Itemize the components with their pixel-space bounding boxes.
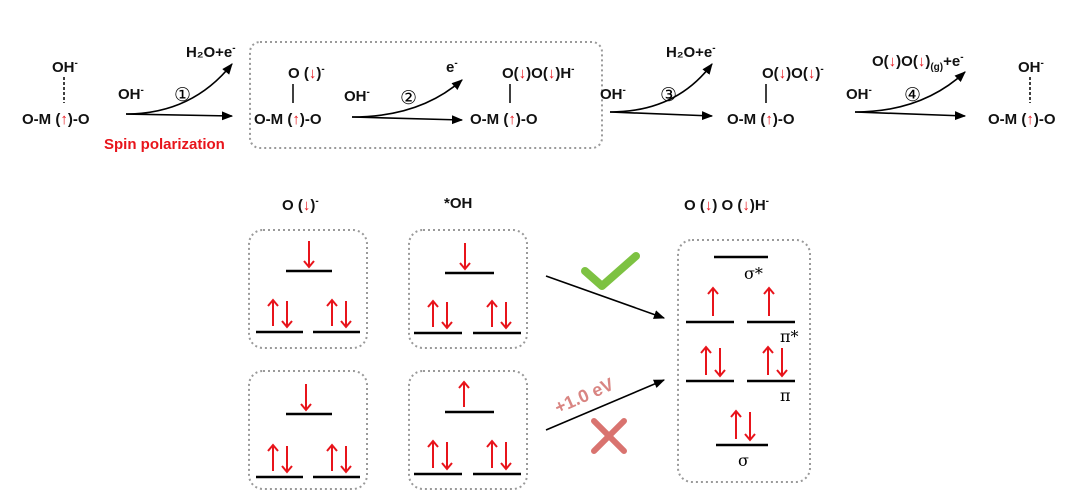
allowed-pathway-arrow xyxy=(545,275,666,319)
sigma-star-label: σ* xyxy=(744,264,763,283)
species-4: O(↓)O(↓)- O-M (↑)-O xyxy=(727,64,824,128)
step-4-arrow xyxy=(854,111,967,121)
intermediates-box xyxy=(249,41,603,149)
o-radical-top-orbitals xyxy=(256,241,360,334)
species-3-base: O-M (↑)-O xyxy=(470,111,538,128)
spin-polarization-label: Spin polarization xyxy=(104,136,225,153)
sigma-label: σ xyxy=(738,451,749,470)
step-3-curved-arrow xyxy=(609,63,713,113)
oh-top-orbitals xyxy=(414,243,521,335)
o-radical-box-bottom xyxy=(248,370,368,490)
step-4-product: O(↓)O(↓)(g)+e- xyxy=(872,52,964,73)
species-4-top: O(↓)O(↓)- xyxy=(762,64,824,82)
o-radical-bottom-orbitals xyxy=(256,384,360,479)
species-2-top: O (↓)- xyxy=(288,64,325,82)
step-4-number: ④ xyxy=(904,84,921,106)
step-1: OH- ① H₂O+e- Spin polarization xyxy=(104,43,236,153)
species-3-top: O(↓)O(↓)H- xyxy=(502,64,575,82)
species-2-base: O-M (↑)-O xyxy=(254,111,322,128)
step-3-reactant: OH- xyxy=(600,85,626,103)
species-4-base: O-M (↑)-O xyxy=(727,111,795,128)
species-3: O(↓)O(↓)H- O-M (↑)-O xyxy=(470,64,575,128)
step-1-curved-arrow xyxy=(125,63,233,115)
energy-penalty-label: +1.0 eV xyxy=(551,374,616,418)
ooh-box xyxy=(677,239,811,483)
step-4-curved-arrow xyxy=(854,71,966,113)
step-4: OH- ④ O(↓)O(↓)(g)+e- xyxy=(846,52,967,121)
step-4-reactant: OH- xyxy=(846,85,872,103)
pi-star-label: π* xyxy=(780,327,799,346)
check-icon xyxy=(581,252,640,290)
species-5-top: OH- xyxy=(1018,58,1044,76)
step-1-arrow xyxy=(125,111,234,121)
column-title-oo-h: O (↓) O (↓)H- xyxy=(684,196,769,214)
step-3-number: ③ xyxy=(660,84,677,106)
step-3-arrow xyxy=(609,111,714,121)
species-5-base: O-M (↑)-O xyxy=(988,111,1056,128)
species-2: O (↓)- O-M (↑)-O xyxy=(254,64,325,128)
pi-label: π xyxy=(780,386,791,405)
step-3: OH- ③ H₂O+e- xyxy=(600,43,716,121)
step-2-product: e- xyxy=(446,58,458,76)
oh-bottom-orbitals xyxy=(414,380,521,476)
forbidden-pathway-arrow xyxy=(545,379,666,431)
step-1-product: H₂O+e- xyxy=(186,43,236,61)
oh-box-bottom xyxy=(408,370,528,490)
species-1-top: OH- xyxy=(52,58,78,76)
step-2-number: ② xyxy=(400,87,417,109)
step-1-reactant: OH- xyxy=(118,85,144,103)
step-2-arrow xyxy=(351,115,464,125)
step-2-curved-arrow xyxy=(351,79,463,118)
step-2: OH- ② e- xyxy=(344,58,464,125)
o-radical-box-top xyxy=(248,229,368,349)
column-title-oh: *OH xyxy=(444,195,472,212)
species-5: OH- O-M (↑)-O xyxy=(988,58,1056,128)
oh-box-top xyxy=(408,229,528,349)
column-title-o-radical: O (↓)- xyxy=(282,196,319,214)
species-1-base: O-M (↑)-O xyxy=(22,111,90,128)
species-1: OH- O-M (↑)-O xyxy=(22,58,90,128)
ooh-molecular-orbitals xyxy=(686,255,795,447)
cross-icon xyxy=(591,418,627,454)
step-2-reactant: OH- xyxy=(344,87,370,105)
step-3-product: H₂O+e- xyxy=(666,43,716,61)
